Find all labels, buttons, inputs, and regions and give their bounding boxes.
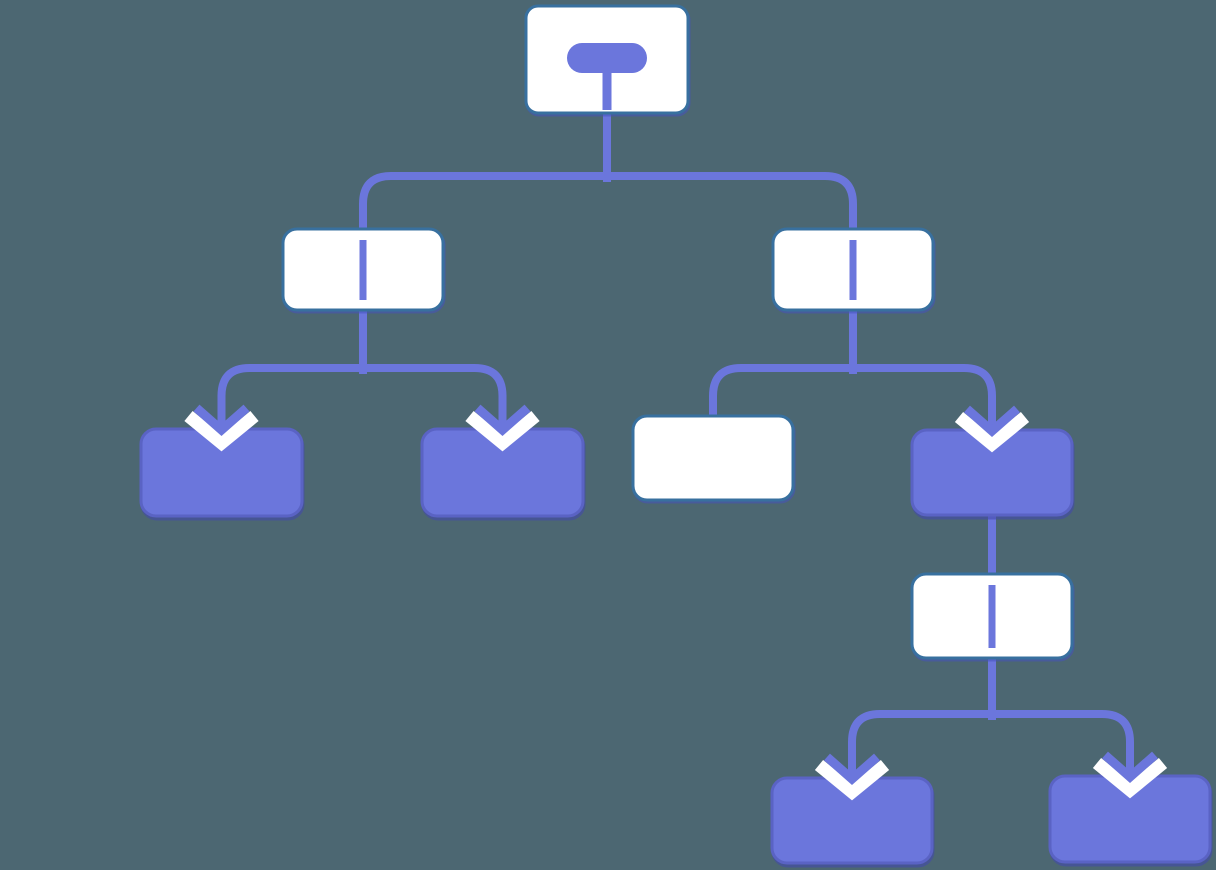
connector-edge [848, 710, 992, 768]
arrowhead-chevron-icon [184, 395, 259, 452]
chevron-purple-arrow [193, 404, 250, 436]
connector-edge [607, 172, 857, 232]
connector-edge [992, 710, 1134, 766]
arrowhead-chevron-icon [954, 396, 1030, 453]
pill-connector-icon [567, 43, 647, 110]
chevron-purple-arrow [824, 753, 880, 785]
chevron-purple-arrow [474, 404, 531, 436]
node-branch-left[interactable] [281, 227, 445, 312]
pill-shape [567, 43, 647, 73]
connector-edge [853, 364, 996, 420]
node-body[interactable] [631, 414, 795, 502]
divider-bar-icon [988, 585, 996, 648]
connector-edge [709, 364, 853, 419]
connector-edge [359, 172, 607, 232]
arrowhead-chevron-icon [465, 395, 540, 452]
divider-bar-icon [849, 240, 857, 300]
node-root[interactable] [524, 4, 690, 115]
node-branch-right[interactable] [771, 227, 935, 312]
arrowhead-chevron-icon [814, 744, 890, 801]
node-layer [139, 4, 1212, 865]
chevron-white-outline [465, 410, 540, 452]
chevron-purple-arrow [1102, 751, 1158, 783]
chevron-white-outline [1092, 757, 1168, 799]
chevron-white-outline [184, 410, 259, 452]
node-child-white[interactable] [631, 414, 795, 502]
pill-stem [602, 68, 612, 110]
chevron-purple-arrow [964, 405, 1020, 437]
arrowhead-chevron-icon [1092, 742, 1168, 799]
chevron-white-outline [814, 759, 890, 801]
arrowhead-layer [184, 395, 1168, 801]
chevron-white-outline [954, 411, 1030, 453]
node-branch-l3[interactable] [910, 572, 1074, 660]
divider-bar-icon [359, 240, 367, 300]
